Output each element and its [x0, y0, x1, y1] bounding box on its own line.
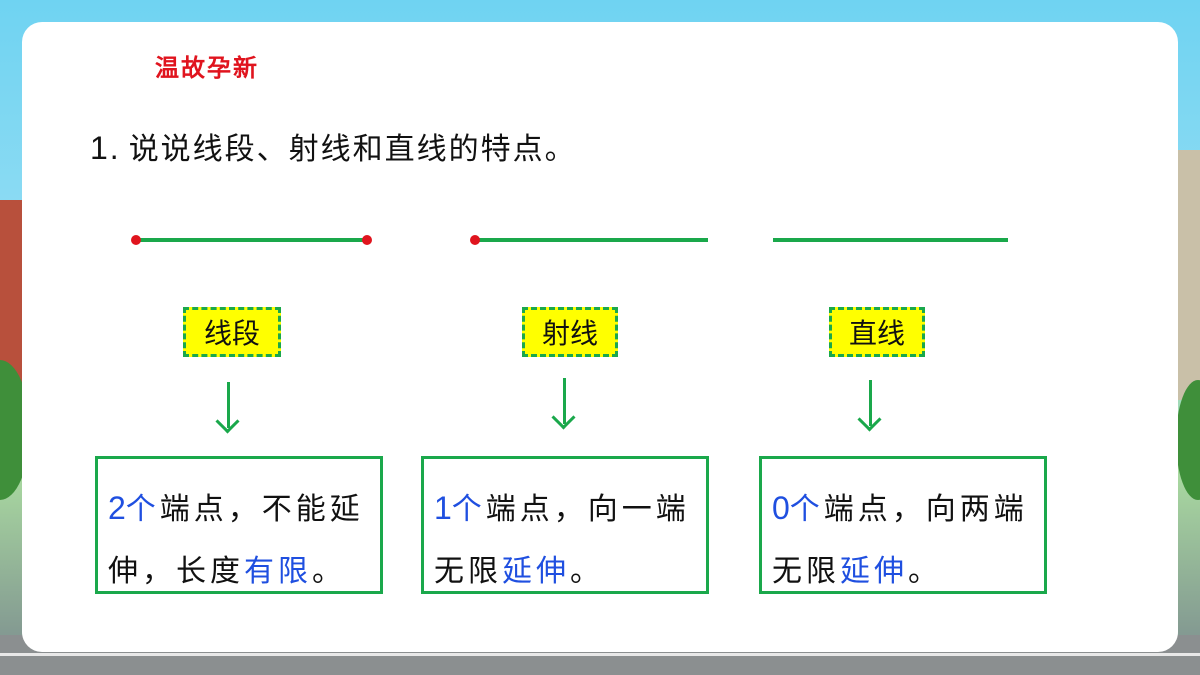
description-line-2: 无限延伸。 — [434, 554, 604, 589]
description-line-1: 1个端点，向一端 — [434, 490, 690, 527]
arrow-down-icon — [227, 382, 230, 428]
question-body: 说说线段、射线和直线的特点。 — [128, 132, 577, 167]
ray-line — [475, 238, 708, 242]
description-line-2: 无限延伸。 — [772, 554, 942, 589]
arrow-down-icon — [563, 378, 566, 424]
question-text: 1.说说线段、射线和直线的特点。 — [90, 124, 577, 168]
description-box-line-segment: 2个端点，不能延 伸，长度有限。 — [95, 456, 383, 594]
ray-endpoint — [470, 235, 480, 245]
question-number: 1. — [90, 130, 121, 166]
description-line-2: 伸，长度有限。 — [108, 554, 346, 589]
description-box-straight-line: 0个端点，向两端 无限延伸。 — [759, 456, 1047, 594]
label-ray: 射线 — [522, 307, 618, 357]
label-straight-line: 直线 — [829, 307, 925, 357]
description-line-1: 2个端点，不能延 — [108, 490, 364, 527]
straight-line — [773, 238, 1008, 242]
background-building-right — [1176, 150, 1200, 400]
section-title: 温故孕新 — [155, 53, 259, 82]
segment-line — [136, 238, 368, 242]
background-building-left — [0, 200, 22, 400]
description-line-1: 0个端点，向两端 — [772, 490, 1028, 527]
label-line-segment: 线段 — [183, 307, 281, 357]
segment-endpoint-right — [362, 235, 372, 245]
description-box-ray: 1个端点，向一端 无限延伸。 — [421, 456, 709, 594]
arrow-down-icon — [869, 380, 872, 426]
segment-endpoint-left — [131, 235, 141, 245]
